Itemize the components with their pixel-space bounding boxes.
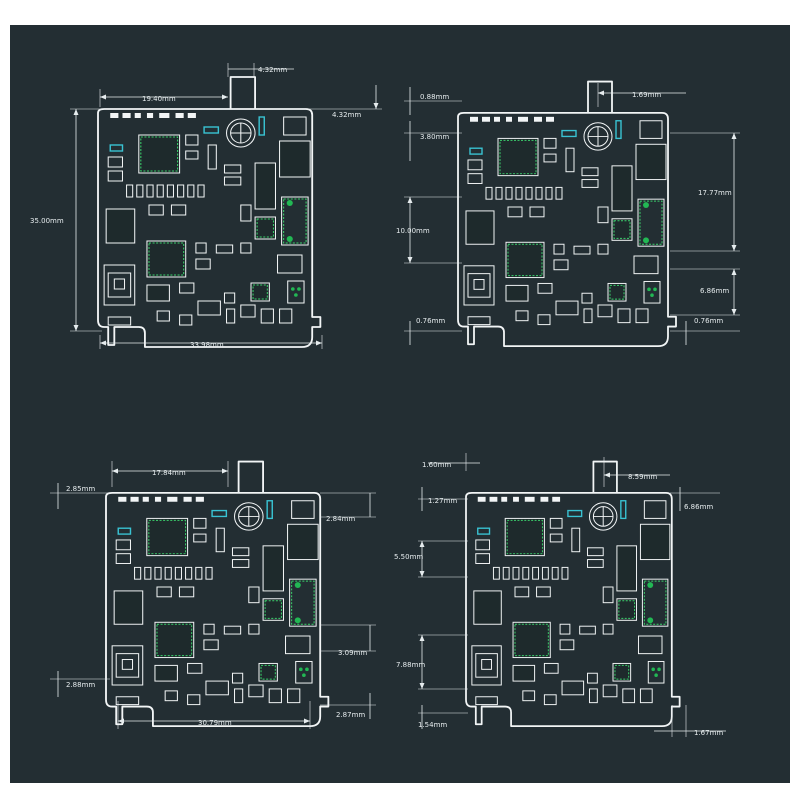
- dim-left-mid-br: 5.50mm: [394, 553, 423, 561]
- dim-right-top-bl: 2.84mm: [326, 515, 355, 523]
- dim-top-right-tab: 1.69mm: [632, 91, 661, 99]
- dim-bottom-span-bl: 30.79mm: [198, 719, 232, 727]
- dim-top-left-offset: 0.88mm: [420, 93, 449, 101]
- dim-left-bottom-bl: 2.88mm: [66, 681, 95, 689]
- view-bottom-left: 17.84mm 2.85mm 2.84mm 3.09mm 2.88mm 30.7…: [50, 460, 376, 729]
- dim-top-tab: 4.32mm: [258, 66, 287, 74]
- dim-right-top-br: 6.86mm: [684, 503, 713, 511]
- dim-left-block: 10.00mm: [396, 227, 430, 235]
- dim-width: 33.98mm: [190, 341, 224, 349]
- dim-bottom-left-br: 1.54mm: [418, 721, 447, 729]
- dim-top-left-br: 1.60mm: [422, 461, 451, 469]
- dim-right-bottom: 0.76mm: [694, 317, 723, 325]
- dim-left-low-br: 7.88mm: [396, 661, 425, 669]
- dim-left-offset-2: 3.80mm: [420, 133, 449, 141]
- pcb-dimension-drawing: 35.00mm 33.98mm 19.40mm 4.32mm 4.32mm 0.…: [10, 25, 790, 783]
- dim-left-2-br: 1.27mm: [428, 497, 457, 505]
- dim-top-span: 19.40mm: [142, 95, 176, 103]
- view-top-left: 35.00mm 33.98mm 19.40mm 4.32mm 4.32mm: [30, 63, 382, 349]
- view-bottom-right: 1.60mm 1.27mm 5.50mm 7.88mm 1.54mm 8.59m…: [394, 453, 726, 737]
- dim-top-span-bl: 17.84mm: [152, 469, 186, 477]
- dim-height: 35.00mm: [30, 217, 64, 225]
- dim-right-offset: 4.32mm: [332, 111, 361, 119]
- dim-left-top-bl: 2.85mm: [66, 485, 95, 493]
- view-top-right: 0.88mm 3.80mm 10.00mm 0.76mm 1.69mm 17.7…: [396, 80, 740, 348]
- dim-top-right-br: 8.59mm: [628, 473, 657, 481]
- dim-bottom-right-br: 1.67mm: [694, 729, 723, 737]
- dim-right-tall: 17.77mm: [698, 189, 732, 197]
- dim-right-mid-bl: 3.09mm: [338, 649, 367, 657]
- dim-left-bottom: 0.76mm: [416, 317, 445, 325]
- dim-right-bottom-bl: 2.87mm: [336, 711, 365, 719]
- dim-right-mid: 6.86mm: [700, 287, 729, 295]
